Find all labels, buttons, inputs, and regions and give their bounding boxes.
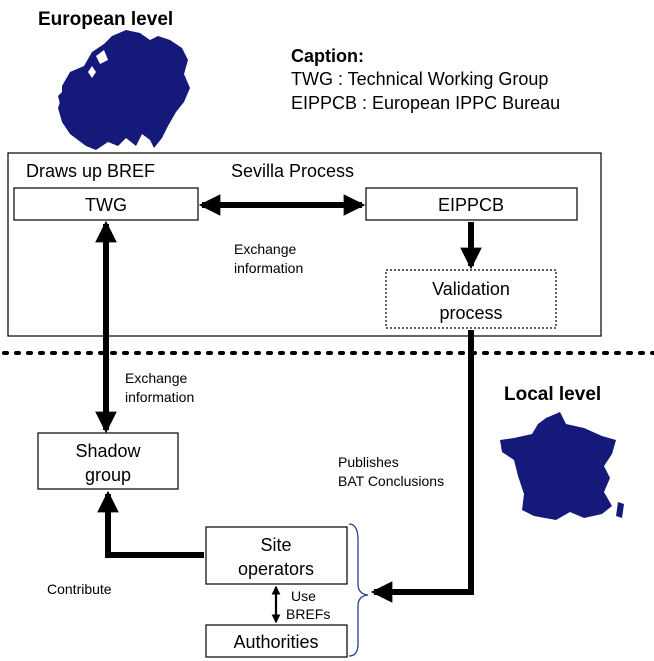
contribute-label: Contribute	[47, 581, 112, 597]
caption-line: EIPPCB : European IPPC Bureau	[291, 93, 560, 113]
publishes-bat-label: BAT Conclusions	[338, 473, 444, 489]
publishes-bat-arrow	[370, 330, 474, 603]
local-level-title: Local level	[504, 384, 601, 405]
european-level-title: European level	[38, 9, 173, 30]
validation-process-label: process	[439, 303, 502, 323]
use-brefs-label: Use	[291, 588, 316, 604]
twg-label: TWG	[85, 195, 127, 215]
exchange-information-label: information	[234, 260, 303, 276]
validation-process-box: Validation process	[385, 269, 557, 329]
caption-heading: Caption:	[291, 46, 364, 66]
exchange-information-label: information	[125, 389, 194, 405]
sevilla-process-frame	[7, 152, 602, 337]
site-operators-label: Site	[260, 535, 291, 555]
eippcb-label: EIPPCB	[438, 195, 504, 215]
local-actors-bracket	[348, 523, 369, 657]
exchange-information-label: Exchange	[234, 241, 296, 257]
shadow-group-box: Shadow group	[37, 432, 179, 490]
draws-up-bref-label: Draws up BREF	[26, 161, 155, 181]
site-operators-box: Site operators	[205, 526, 348, 585]
france-map-icon	[500, 412, 624, 520]
eippcb-box: EIPPCB	[365, 187, 578, 221]
contribute-arrow	[97, 490, 204, 558]
sevilla-process-label: Sevilla Process	[231, 161, 354, 181]
authorities-label: Authorities	[233, 632, 318, 652]
authorities-box: Authorities	[205, 624, 348, 658]
exchange-information-label: Exchange	[125, 370, 187, 386]
validation-process-label: Validation	[432, 279, 510, 299]
twg-box: TWG	[13, 187, 199, 221]
publishes-bat-label: Publishes	[338, 454, 399, 470]
shadow-group-label: group	[85, 465, 131, 485]
caption-line: TWG : Technical Working Group	[291, 69, 548, 89]
europe-map-icon	[58, 30, 190, 150]
use-brefs-label: BREFs	[286, 606, 330, 622]
site-operators-label: operators	[238, 559, 314, 579]
shadow-group-label: Shadow	[75, 441, 141, 461]
